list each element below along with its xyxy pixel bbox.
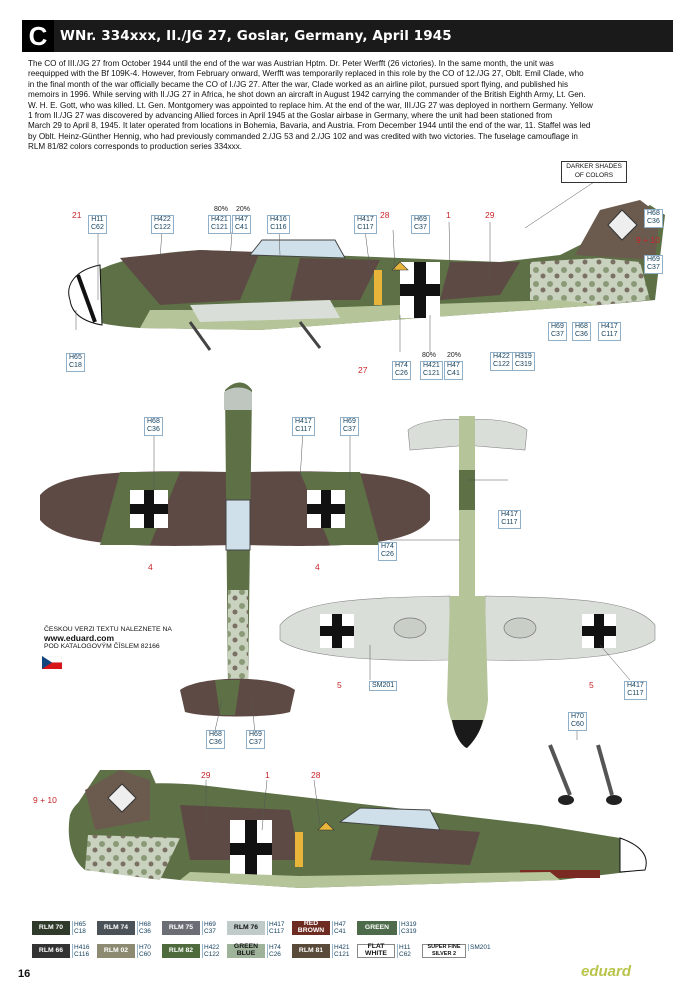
marking-5: 5 [337,680,342,690]
percent-80: 80% [422,352,437,359]
legend-swatch: GREEN BLUE [227,943,265,958]
description-line: in the final month of the war officially… [28,79,569,89]
description-line: memoirs in 1996. While serving with II./… [28,90,586,100]
marking-29: 29 [485,210,495,220]
description-line: March 29 to April 8, 1945. It later oper… [28,121,591,131]
top-view [40,382,430,717]
profile-letter: C [22,20,54,52]
marking-27: 27 [358,365,368,375]
legend-swatch: RLM 81 [292,944,330,958]
profile-header: C WNr. 334xxx, II./JG 27, Goslar, German… [22,20,673,52]
leader-lines [75,177,631,831]
marking-4: 4 [315,562,320,572]
marking-1: 1 [446,210,451,220]
description-line: The CO of III./JG 27 from October 1944 u… [28,59,554,68]
marking-9-10: 9 + 10 [33,795,57,805]
legend-swatch: RLM 75 [162,921,200,935]
marking-21: 21 [72,210,82,220]
legend-swatch: RLM 82 [162,944,200,958]
darker-shades-note: DARKER SHADES OF COLORS [561,161,627,183]
legend-swatch: RLM 70 [32,921,70,935]
legend-swatch: RLM 02 [97,944,135,958]
marking-4: 4 [148,562,153,572]
percent-20: 20% [447,352,462,359]
legend-swatch: RLM 66 [32,944,70,958]
color-callout: SM201 [369,681,398,692]
marking-28: 28 [380,210,390,220]
legend-swatch: RLM 74 [97,921,135,935]
czech-version-note: ČESKOU VERZI TEXTU NALEZNETE NA www.edua… [44,626,172,650]
legend-swatch: GREEN [357,921,397,935]
marking-9-10: 9 + 10 [636,235,660,245]
percent-80: 80% [214,206,229,213]
czech-flag-icon [42,656,62,669]
side-profile-bottom [68,770,647,888]
legend-code: SM201 [468,944,491,952]
brand-logo: eduard [581,963,632,980]
description-line: W. H. E. Gott, who was killed. Lt. Gen. … [28,100,593,110]
legend-swatch: SUPER FINE SILVER 2 [422,944,466,958]
side-profile-top [68,200,665,351]
description-line: 1 from II./JG 27 was discovered by advan… [28,111,553,121]
description-line: RLM 81/82 colors corresponds to producti… [28,142,243,152]
description-line: reequipped with the Bf 109K-4. However, … [28,69,584,79]
bottom-view [279,416,656,805]
description-text: The CO of III./JG 27 from October 1944 u… [28,59,668,153]
page-number: 16 [18,968,31,980]
description-line: by Oblt. Heinz-Günther Hennig, who had p… [28,131,578,141]
marking-1: 1 [265,770,270,780]
legend-swatch: FLAT WHITE [357,943,395,958]
website-link[interactable]: www.eduard.com [44,633,115,644]
marking-29: 29 [201,770,211,780]
marking-5: 5 [589,680,594,690]
legend-swatch: RED BROWN [292,920,330,935]
legend-swatch: RLM 76 [227,921,265,935]
profile-title: WNr. 334xxx, II./JG 27, Goslar, Germany,… [60,28,452,44]
percent-20: 20% [236,206,251,213]
marking-28: 28 [311,770,321,780]
